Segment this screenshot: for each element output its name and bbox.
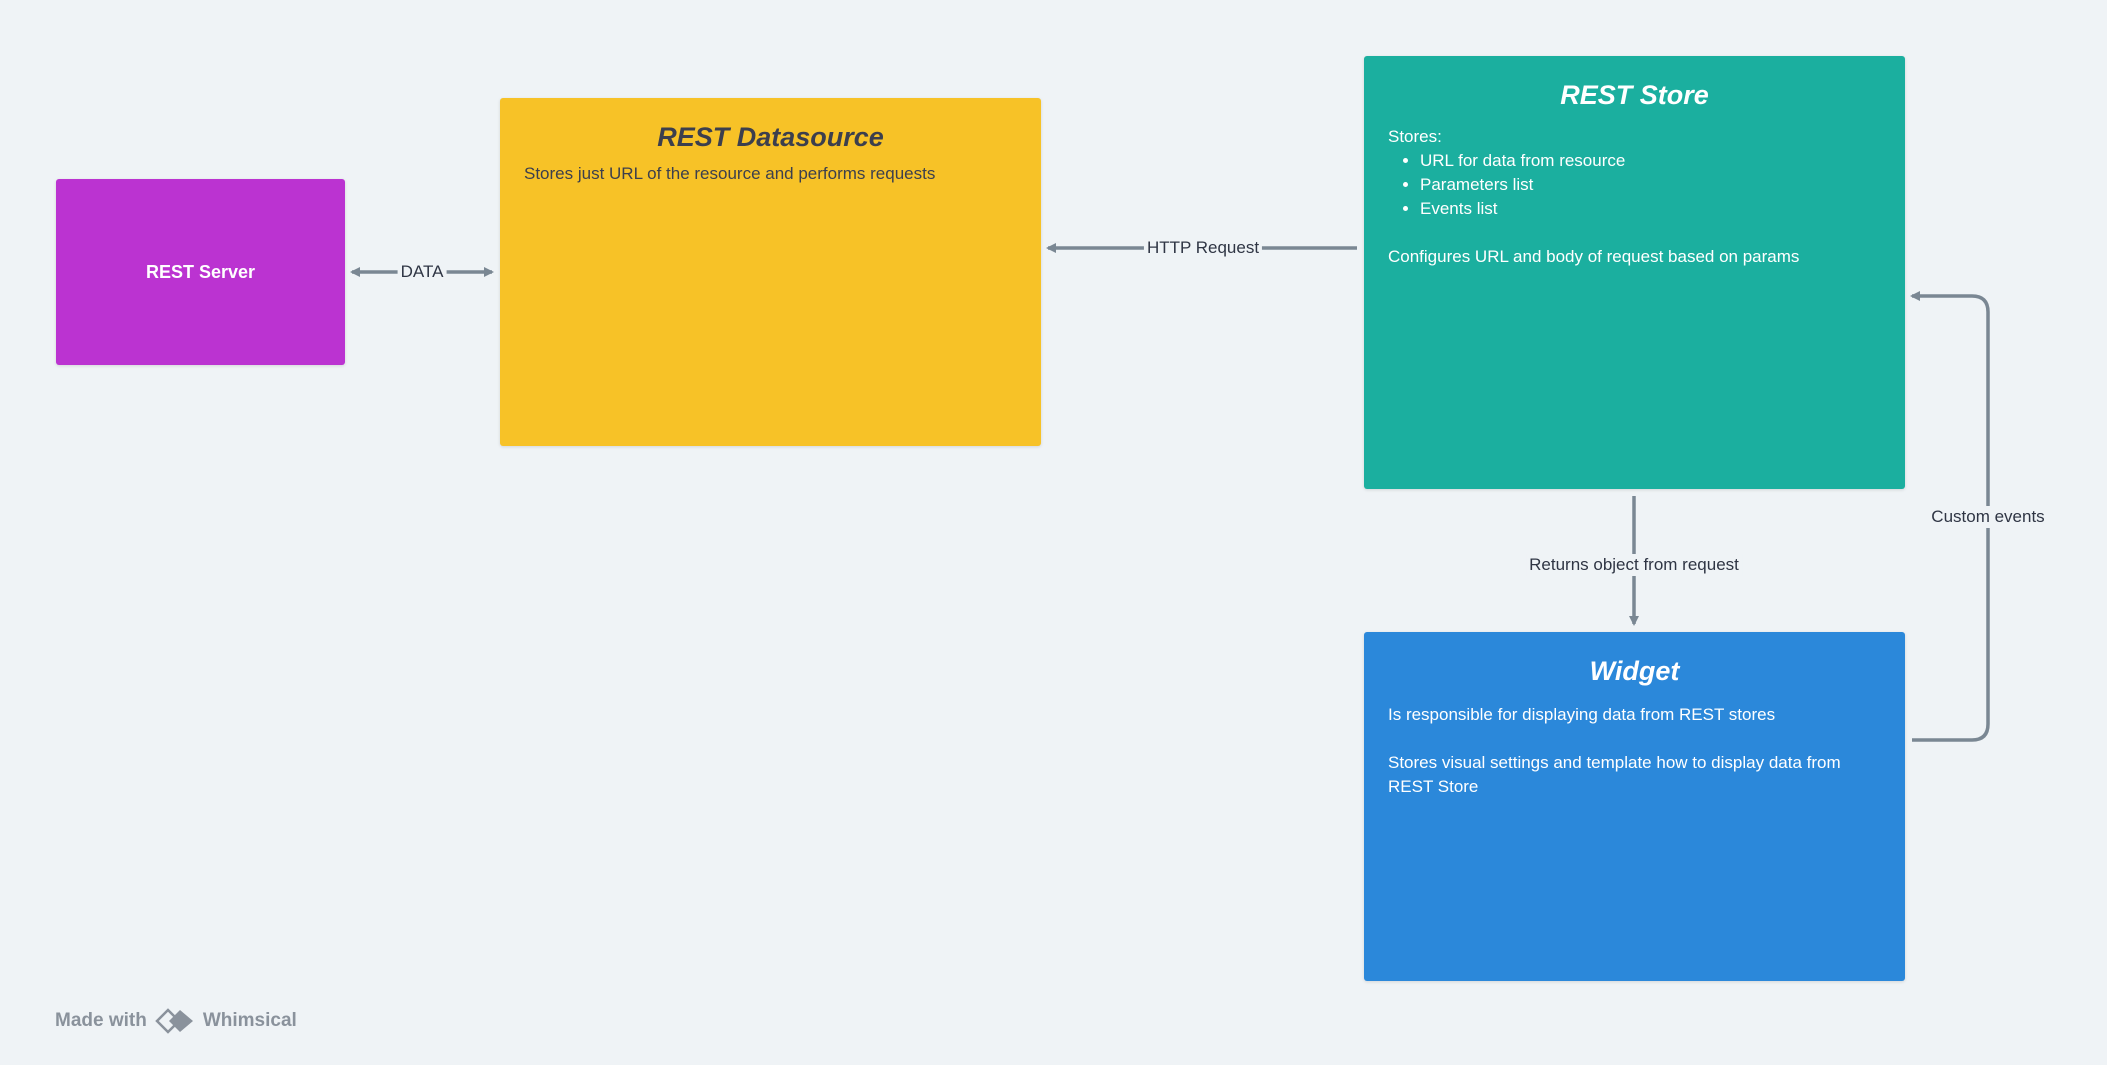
whimsical-logo-icon — [155, 1008, 195, 1034]
node-widget[interactable]: Widget Is responsible for displaying dat… — [1364, 632, 1905, 981]
node-rest-datasource-title: REST Datasource — [657, 122, 884, 152]
edge-data-label: DATA — [397, 261, 447, 283]
node-widget-description-1: Is responsible for displaying data from … — [1388, 705, 1776, 724]
list-item: Events list — [1420, 197, 1881, 221]
node-rest-store-stores-heading: Stores: — [1388, 127, 1442, 146]
made-with-label: Made with — [55, 1010, 147, 1031]
node-rest-store-stores-list: URL for data from resource Parameters li… — [1388, 149, 1881, 221]
node-rest-store-configures-text: Configures URL and body of request based… — [1388, 247, 1800, 266]
node-rest-datasource[interactable]: REST Datasource Stores just URL of the r… — [500, 98, 1041, 446]
list-item: Parameters list — [1420, 173, 1881, 197]
node-rest-server[interactable]: REST Server — [56, 179, 345, 365]
edge-http-request-label: HTTP Request — [1143, 237, 1263, 259]
edge-custom-events-label: Custom events — [1928, 506, 2048, 528]
whimsical-brand-label: Whimsical — [202, 1010, 297, 1031]
made-with-whimsical-badge[interactable]: Made with Whimsical — [55, 1008, 297, 1034]
node-rest-store-title: REST Store — [1560, 80, 1709, 110]
list-item: URL for data from resource — [1420, 149, 1881, 173]
node-widget-title: Widget — [1589, 656, 1680, 686]
edge-returns-object-label: Returns object from request — [1526, 554, 1742, 576]
node-widget-description-2: Stores visual settings and template how … — [1388, 753, 1841, 796]
node-rest-store[interactable]: REST Store Stores: URL for data from res… — [1364, 56, 1905, 489]
node-rest-datasource-description: Stores just URL of the resource and perf… — [524, 164, 936, 183]
node-rest-server-label: REST Server — [145, 261, 256, 282]
